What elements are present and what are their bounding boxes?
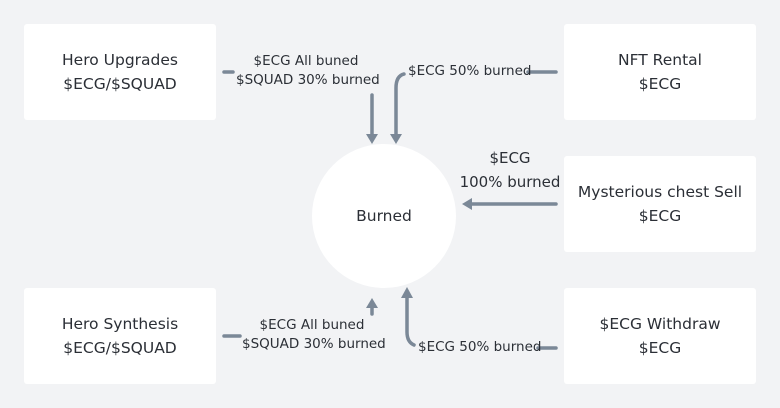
node-hero-synthesis-token: $ECG/$SQUAD	[63, 339, 177, 357]
nft-rental-arrow-line	[394, 72, 406, 136]
hero-upgrades-arrowhead	[366, 134, 378, 144]
node-hero-synthesis: Hero Synthesis $ECG/$SQUAD	[24, 288, 216, 384]
node-nft-rental-title: NFT Rental	[618, 51, 702, 69]
node-burned-title: Burned	[356, 207, 412, 225]
ecg-withdraw-arrow-line	[405, 296, 416, 347]
node-nft-rental-token: $ECG	[638, 75, 682, 93]
node-mysterious-chest-title: Mysterious chest Sell	[577, 183, 743, 201]
edge-label-mysterious-chest: $ECG 100% burned	[454, 146, 566, 194]
edge-label-hero-upgrades-line1: $ECG All buned	[253, 53, 359, 69]
edge-label-hero-upgrades-line2: $SQUAD 30% burned	[236, 72, 380, 88]
ecg-withdraw-arrowhead	[401, 287, 413, 298]
edge-label-hero-synthesis: $ECG All buned $SQUAD 30% burned	[242, 316, 386, 354]
node-mysterious-chest: Mysterious chest Sell $ECG	[564, 156, 756, 252]
node-ecg-withdraw-title: $ECG Withdraw	[599, 315, 721, 333]
node-hero-upgrades-title: Hero Upgrades	[62, 51, 178, 69]
node-ecg-withdraw-token: $ECG	[638, 339, 682, 357]
edge-label-mysterious-chest-line1: $ECG	[489, 149, 531, 167]
node-nft-rental: NFT Rental $ECG	[564, 24, 756, 120]
edge-label-mysterious-chest-line2: 100% burned	[459, 173, 561, 191]
node-hero-upgrades: Hero Upgrades $ECG/$SQUAD	[24, 24, 216, 120]
edge-label-nft-rental: $ECG 50% burned	[408, 62, 531, 81]
node-ecg-withdraw: $ECG Withdraw $ECG	[564, 288, 756, 384]
edge-label-hero-synthesis-line1: $ECG All buned	[259, 317, 365, 333]
node-mysterious-chest-token: $ECG	[638, 207, 682, 225]
hero-synthesis-arrowhead	[366, 298, 378, 308]
edge-label-hero-synthesis-line2: $SQUAD 30% burned	[242, 336, 386, 352]
nft-rental-arrowhead	[390, 134, 402, 144]
edge-label-ecg-withdraw: $ECG 50% burned	[418, 338, 541, 357]
edge-label-ecg-withdraw-line1: $ECG 50% burned	[418, 339, 542, 355]
node-hero-upgrades-token: $ECG/$SQUAD	[63, 75, 177, 93]
edge-label-nft-rental-line1: $ECG 50% burned	[408, 63, 532, 79]
edge-label-hero-upgrades: $ECG All buned $SQUAD 30% burned	[236, 52, 380, 90]
node-burned: Burned	[312, 144, 456, 288]
node-hero-synthesis-title: Hero Synthesis	[61, 315, 179, 333]
mysterious-chest-arrowhead	[462, 198, 472, 210]
